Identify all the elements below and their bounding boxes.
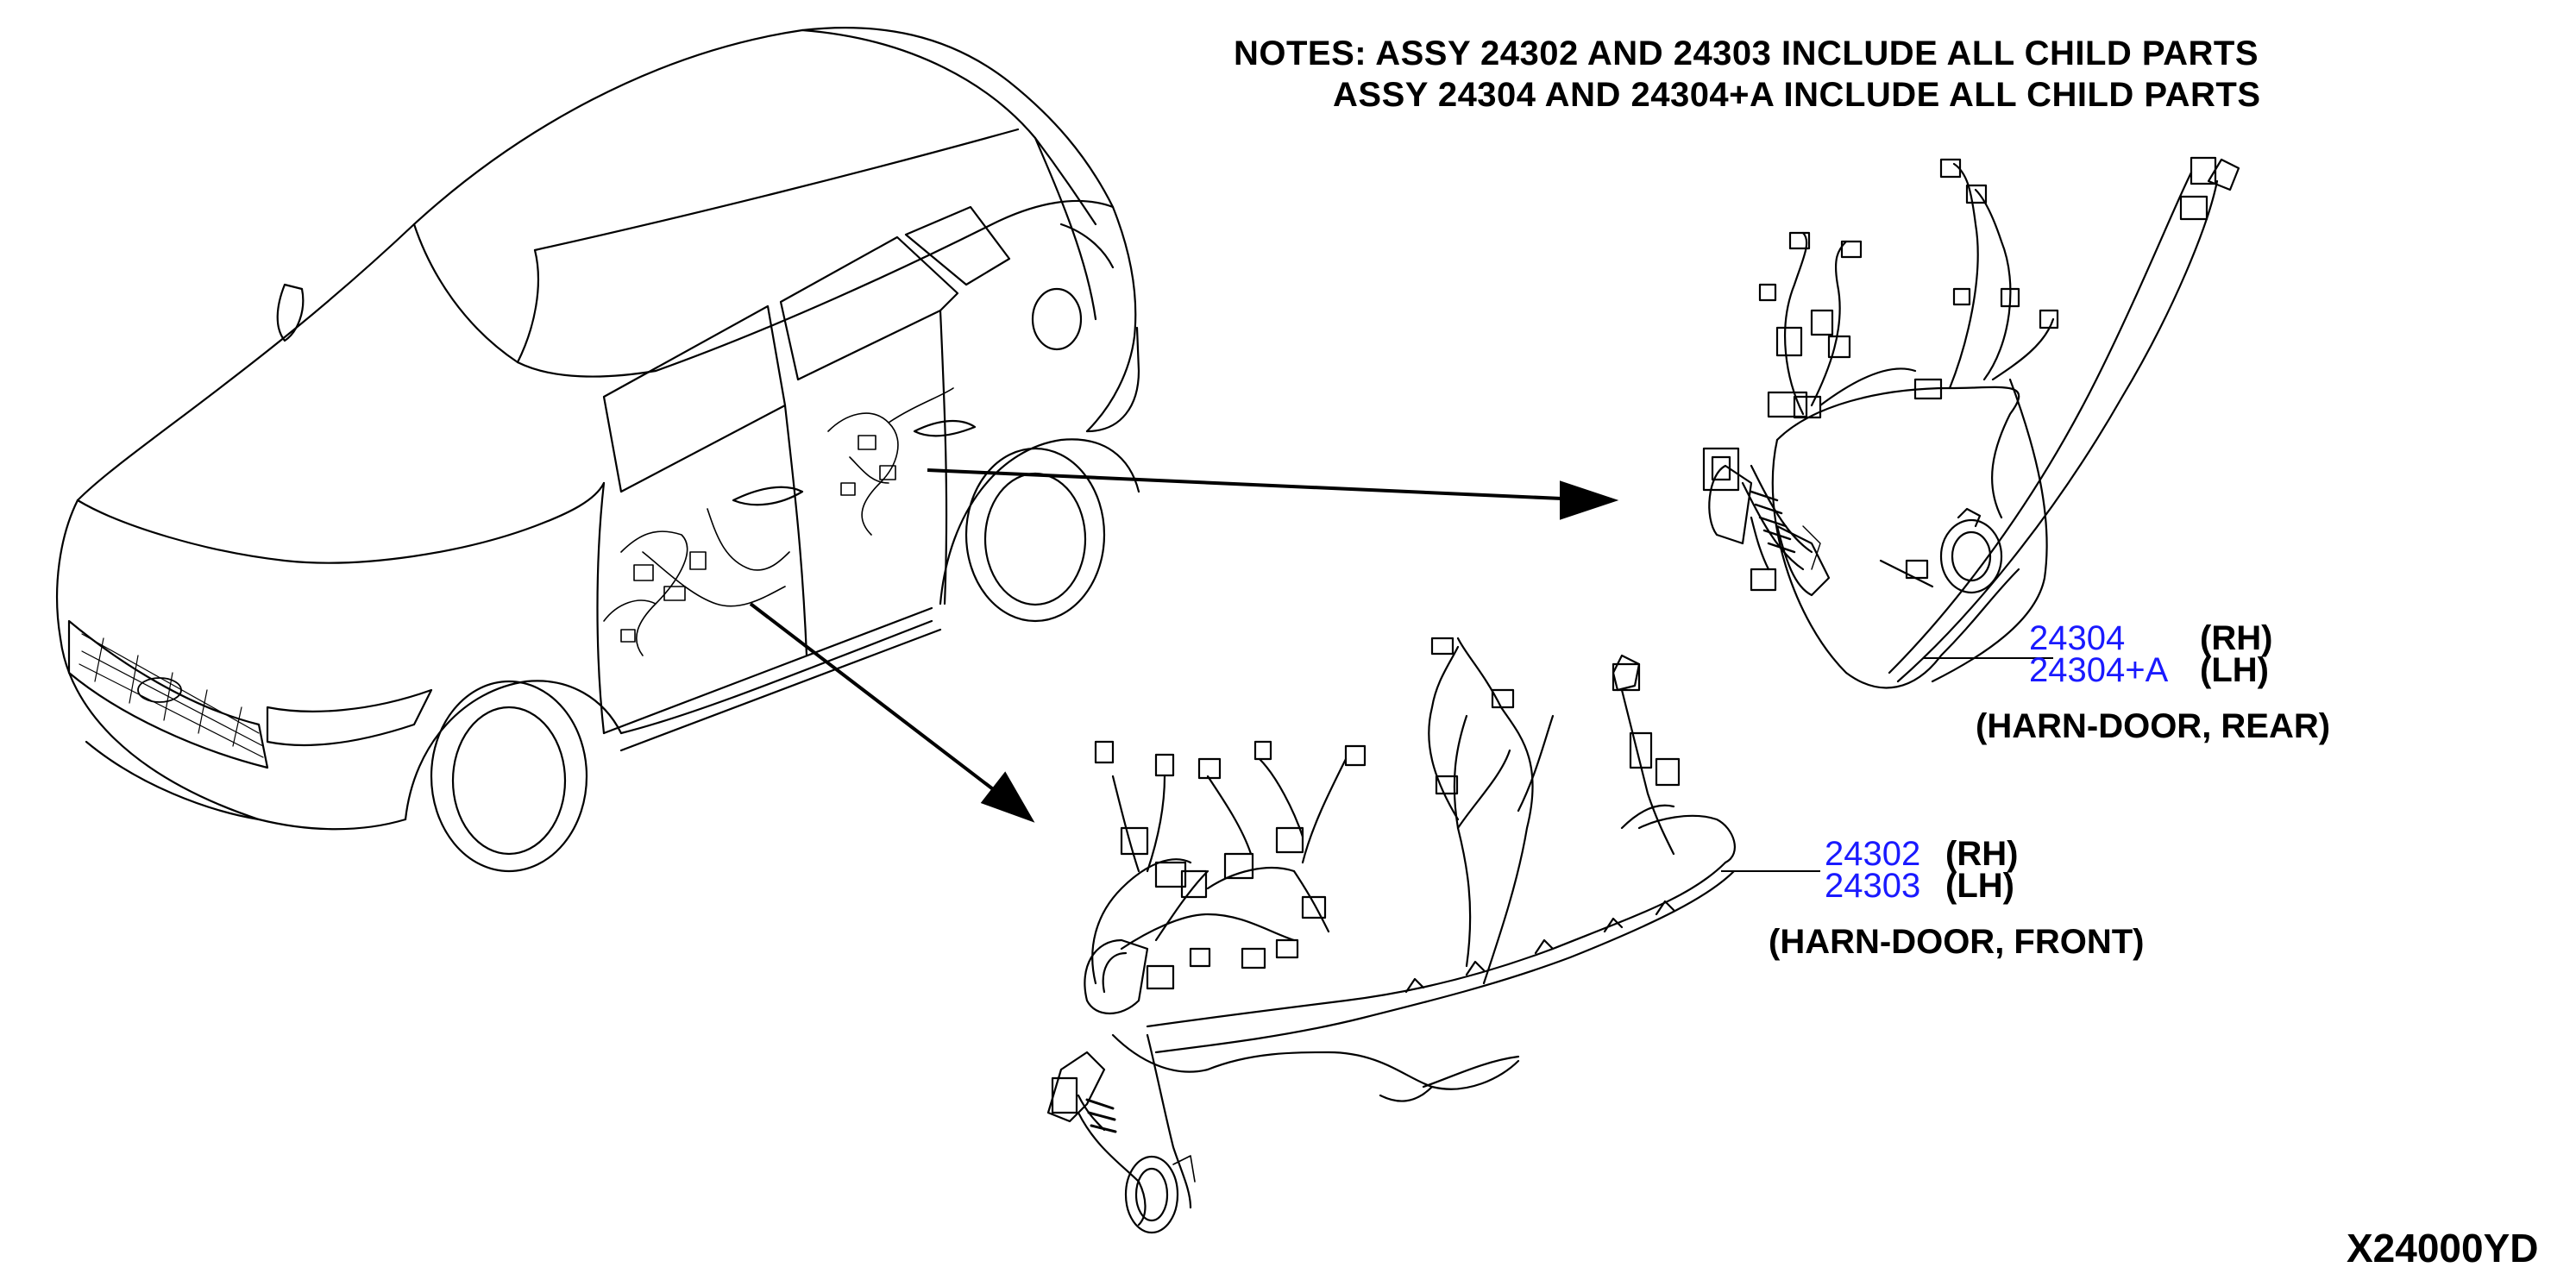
notes-line-1: NOTES: ASSY 24302 AND 24303 INCLUDE ALL … xyxy=(1234,35,2259,72)
side-lh-label-front: (LH) xyxy=(1945,867,2014,905)
notes-line-2: ASSY 24304 AND 24304+A INCLUDE ALL CHILD… xyxy=(1333,76,2261,114)
part-number-24304a[interactable]: 24304+A xyxy=(2029,651,2169,689)
part-number-24304[interactable]: 24304 xyxy=(2029,619,2126,657)
diagram-code: X24000YD xyxy=(2347,1226,2539,1271)
part-number-24302[interactable]: 24302 xyxy=(1825,835,1921,873)
front-harness-description: (HARN-DOOR, FRONT) xyxy=(1769,923,2145,961)
rear-door-harness-illustration xyxy=(1702,156,2240,689)
vehicle-illustration xyxy=(56,27,1140,873)
side-rh-label: (RH) xyxy=(2200,619,2273,657)
callout-arrows xyxy=(749,468,1619,823)
front-door-harness-illustration xyxy=(1046,637,1736,1234)
side-lh-label: (LH) xyxy=(2200,651,2269,689)
side-rh-label-front: (RH) xyxy=(1945,835,2019,873)
rear-harness-description: (HARN-DOOR, REAR) xyxy=(1976,707,2331,745)
part-number-24303[interactable]: 24303 xyxy=(1825,867,1921,905)
